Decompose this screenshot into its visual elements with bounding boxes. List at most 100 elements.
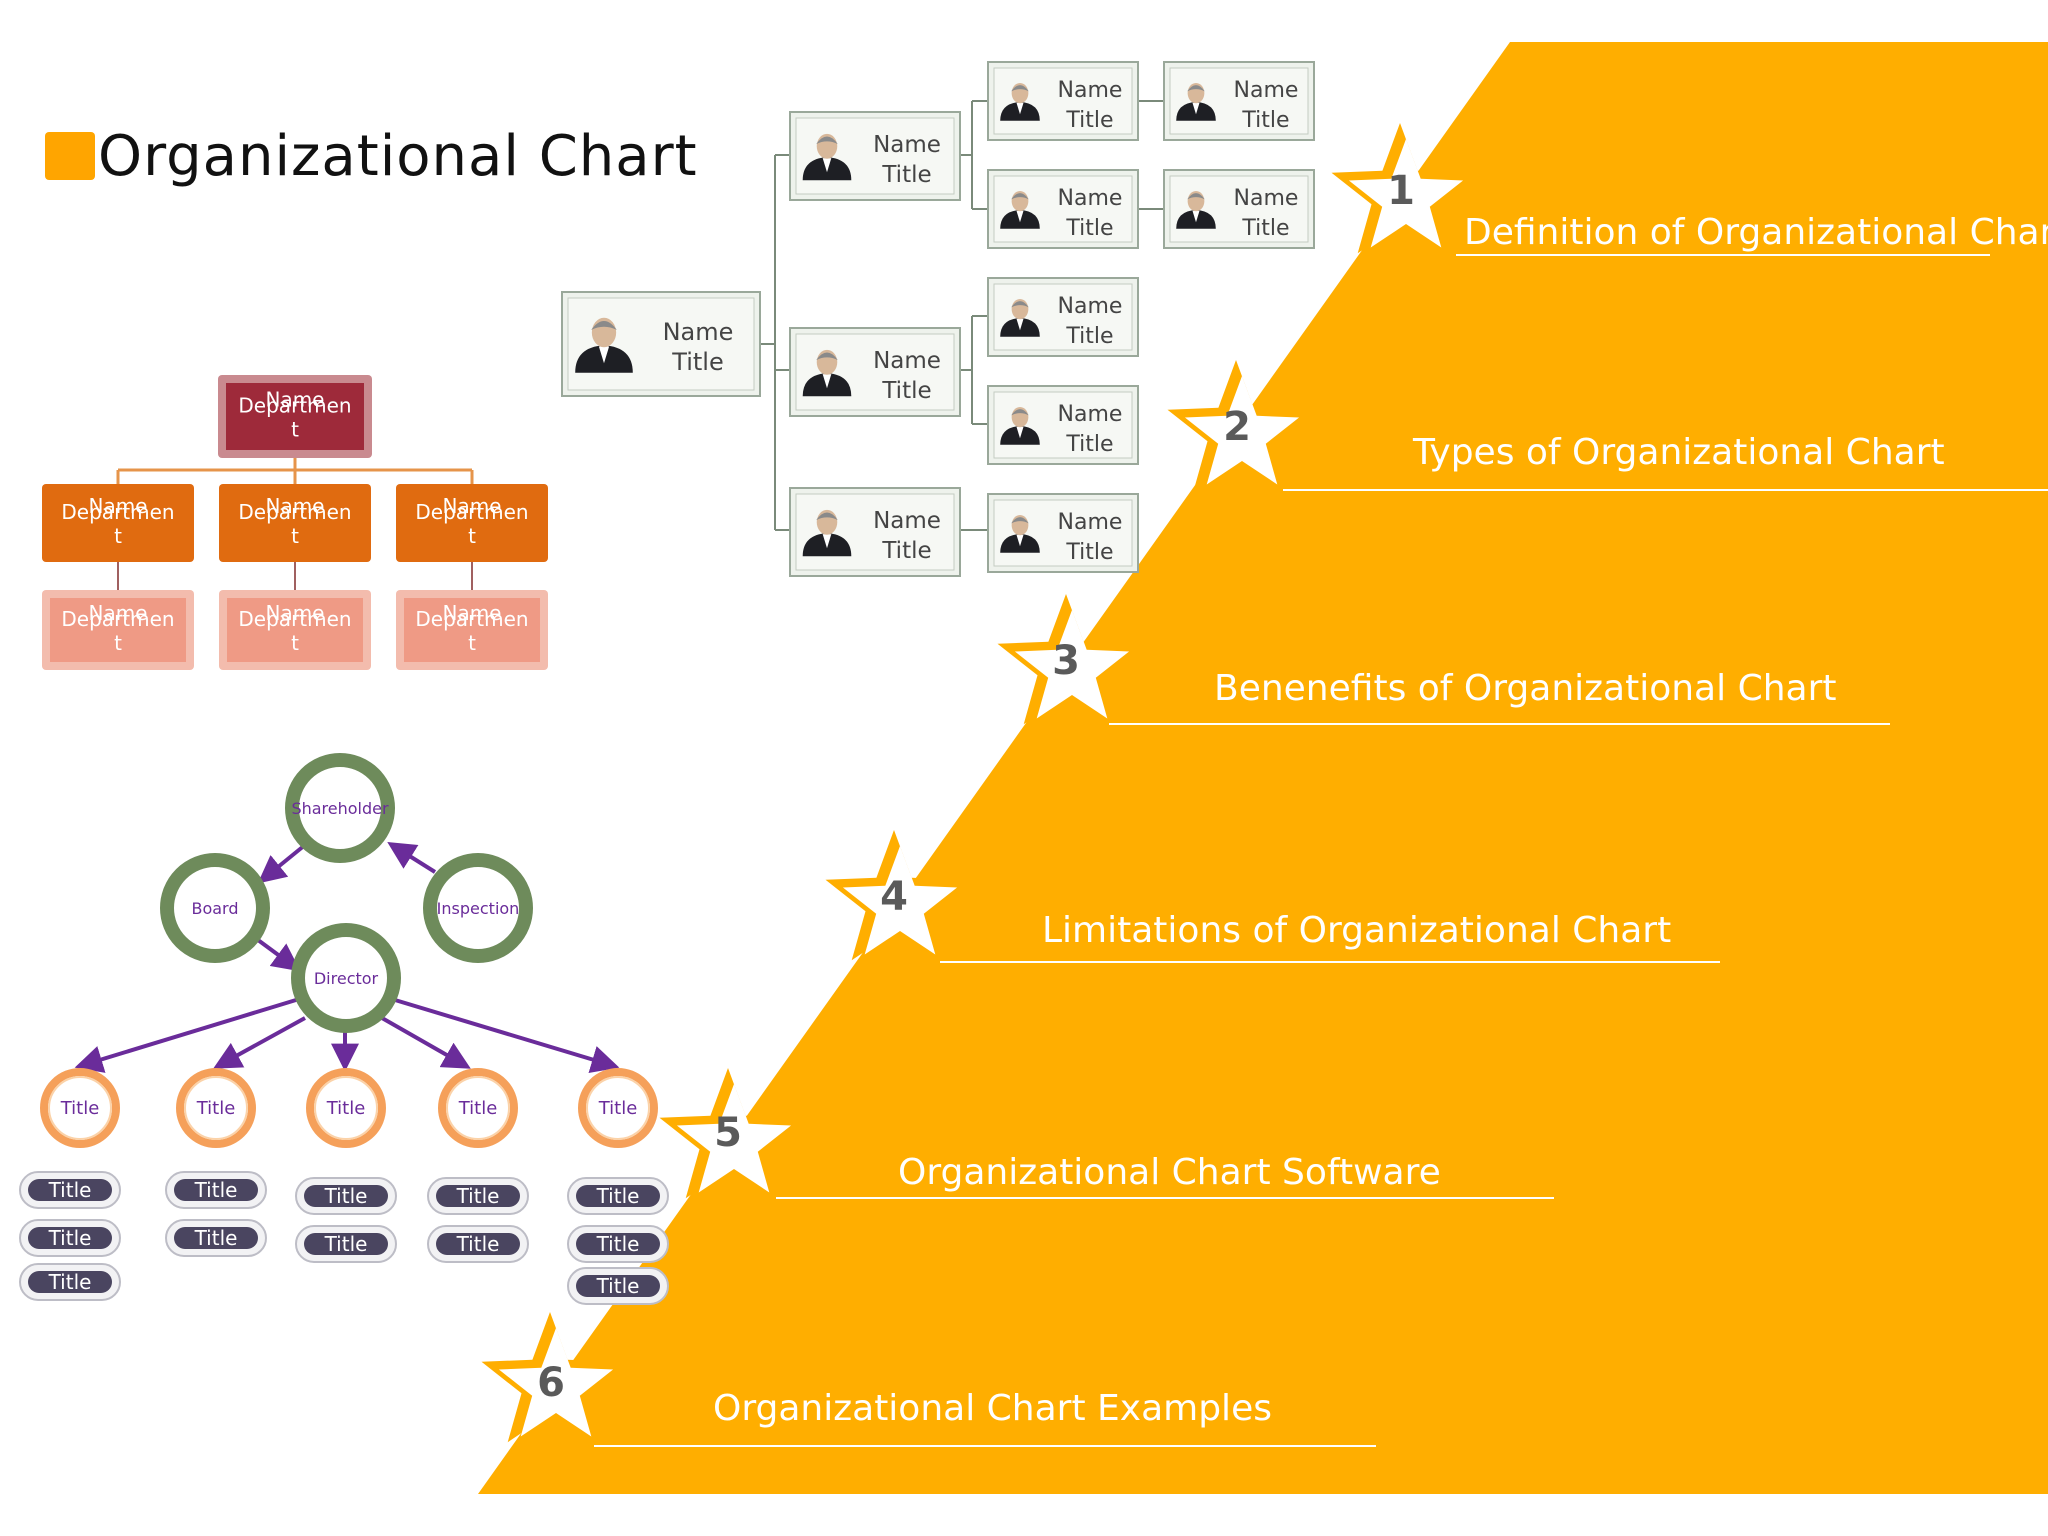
person-name: Name (1058, 402, 1123, 427)
toc-item-2-label[interactable]: Types of Organizational Chart (1413, 432, 1945, 473)
person-title: Title (1065, 540, 1113, 565)
department-label-cont: t (468, 524, 476, 548)
title-pill[interactable]: Title (165, 1219, 267, 1257)
person-title: Title (1065, 216, 1113, 241)
toc-item-1-label[interactable]: Definition of Organizational Chart (1464, 212, 2048, 253)
title-pill-label: Title (456, 1184, 500, 1208)
title-pill[interactable]: Title (295, 1225, 397, 1263)
ring-director[interactable]: Director (291, 923, 401, 1033)
title-pill[interactable]: Title (19, 1263, 121, 1301)
toc-item-6-label[interactable]: Organizational Chart Examples (713, 1388, 1272, 1429)
person-name: Name (663, 318, 734, 346)
accent-band (478, 42, 2048, 1494)
avatar-icon (1000, 406, 1040, 445)
star-number-6: 6 (537, 1360, 565, 1406)
department-label-cont: t (468, 631, 476, 655)
avatar-icon (575, 317, 633, 373)
department-label: Departmen (61, 607, 174, 631)
ring-title-label: Title (196, 1098, 236, 1119)
photo-org-chart: NameTitleNameTitleNameTitleNameTitleName… (561, 61, 1315, 577)
department-label: Departmen (238, 607, 351, 631)
person-name: Name (1058, 186, 1123, 211)
title-pill[interactable]: Title (567, 1225, 669, 1263)
department-label-cont: t (291, 418, 299, 442)
department-name: Name (265, 388, 324, 412)
title-pill[interactable]: Title (567, 1267, 669, 1305)
title-pill-label: Title (596, 1232, 640, 1256)
title-pill-label: Title (48, 1178, 92, 1202)
department-name: Name (265, 494, 324, 518)
star-highlight-2 (1184, 376, 1300, 485)
ring-title-label: Title (326, 1098, 366, 1119)
person-title: Title (881, 378, 931, 404)
person-title: Title (1241, 216, 1289, 241)
ring-title-node[interactable]: Title (176, 1068, 256, 1148)
title-pill[interactable]: Title (295, 1177, 397, 1215)
toc-item-5-label[interactable]: Organizational Chart Software (898, 1152, 1441, 1193)
toc-item-4-label[interactable]: Limitations of Organizational Chart (1042, 910, 1672, 951)
star-highlight-1 (1348, 139, 1464, 248)
toc-item-3-label[interactable]: Benenefits of Organizational Chart (1214, 668, 1837, 709)
title-pill-label: Title (596, 1274, 640, 1298)
title-pill-label: Title (48, 1226, 92, 1250)
title-pill-label: Title (456, 1232, 500, 1256)
star-number-1: 1 (1387, 168, 1415, 214)
person-title: Title (881, 162, 931, 188)
department-label: Departmen (238, 500, 351, 524)
department-label: Departmen (415, 607, 528, 631)
person-title: Title (671, 348, 723, 376)
title-pill[interactable]: Title (427, 1225, 529, 1263)
title-pill[interactable]: Title (427, 1177, 529, 1215)
avatar-icon (1000, 514, 1040, 553)
person-title: Title (1065, 324, 1113, 349)
department-label-cont: t (291, 631, 299, 655)
star-number-4: 4 (880, 874, 908, 920)
ring-title-node[interactable]: Title (306, 1068, 386, 1148)
ring-board[interactable]: Board (160, 853, 270, 963)
person-name: Name (1058, 78, 1123, 103)
person-name: Name (873, 132, 941, 158)
title-pill[interactable]: Title (165, 1171, 267, 1209)
ring-shareholder[interactable]: Shareholder (285, 753, 395, 863)
ring-title-node[interactable]: Title (40, 1068, 120, 1148)
person-name: Name (1058, 510, 1123, 535)
ring-inspection[interactable]: Inspection (423, 853, 533, 963)
department-label-cont: t (291, 524, 299, 548)
department-label: Departmen (61, 500, 174, 524)
avatar-icon (1000, 190, 1040, 229)
star-highlight-6 (498, 1328, 614, 1437)
title-color-swatch (45, 132, 95, 180)
ring-title-node[interactable]: Title (438, 1068, 518, 1148)
person-name: Name (1234, 186, 1299, 211)
department-name: Name (442, 601, 501, 625)
avatar-icon (1000, 82, 1040, 121)
title-pill-label: Title (324, 1184, 368, 1208)
page-title: Organizational Chart (98, 124, 698, 189)
title-pill[interactable]: Title (19, 1171, 121, 1209)
title-pill[interactable]: Title (567, 1177, 669, 1215)
avatar-icon (802, 133, 852, 181)
department-name: Name (88, 494, 147, 518)
title-pill[interactable]: Title (19, 1219, 121, 1257)
star-number-2: 2 (1223, 404, 1251, 450)
ring-title-node[interactable]: Title (578, 1068, 658, 1148)
star-number-5: 5 (714, 1110, 742, 1156)
